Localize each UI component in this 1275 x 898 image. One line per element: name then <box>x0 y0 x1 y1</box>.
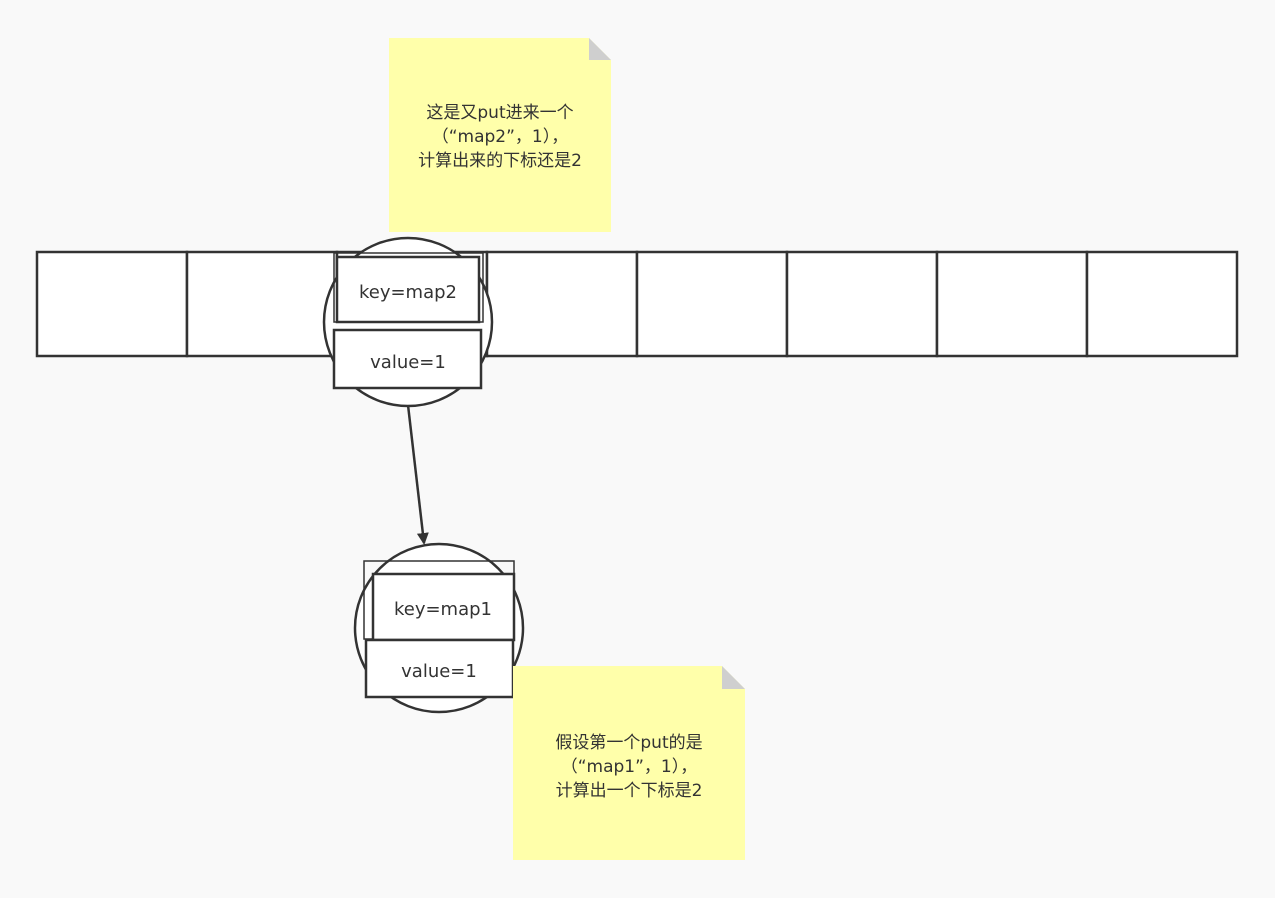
note-top-text: 这是又put进来一个 （“map2”，1）， 计算出来的下标还是2 <box>389 101 611 173</box>
note-line: 计算出一个下标是2 <box>555 781 703 801</box>
key-box <box>335 255 481 324</box>
note-line: 这是又put进来一个 <box>426 103 574 123</box>
next-pointer-arrow <box>406 404 429 545</box>
array-slot <box>35 250 189 358</box>
node-map1: key=map1 value=1 <box>353 542 525 714</box>
array-slot <box>485 250 639 358</box>
value-label: value=1 <box>370 352 446 373</box>
array-slot <box>1085 250 1239 358</box>
key-box <box>371 572 516 642</box>
array-slot <box>185 250 339 358</box>
sticky-note-top <box>389 38 611 232</box>
note-line: （“map1”，1）， <box>560 757 698 777</box>
note-line: 假设第一个put的是 <box>555 733 703 753</box>
note-line: （“map2”，1）， <box>431 127 569 147</box>
node-map2: key=map2 value=1 <box>322 236 494 408</box>
hash-array <box>35 250 1239 358</box>
array-slot <box>635 250 789 358</box>
value-box <box>332 328 483 390</box>
value-box <box>364 638 515 699</box>
value-label: value=1 <box>401 661 477 682</box>
array-slot <box>785 250 939 358</box>
note-bottom-text: 假设第一个put的是 （“map1”，1）， 计算出一个下标是2 <box>513 731 745 803</box>
key-label: key=map1 <box>394 599 492 620</box>
array-slot <box>935 250 1089 358</box>
key-label: key=map2 <box>359 282 457 303</box>
sticky-note-bottom <box>513 666 745 860</box>
note-line: 计算出来的下标还是2 <box>418 151 582 171</box>
